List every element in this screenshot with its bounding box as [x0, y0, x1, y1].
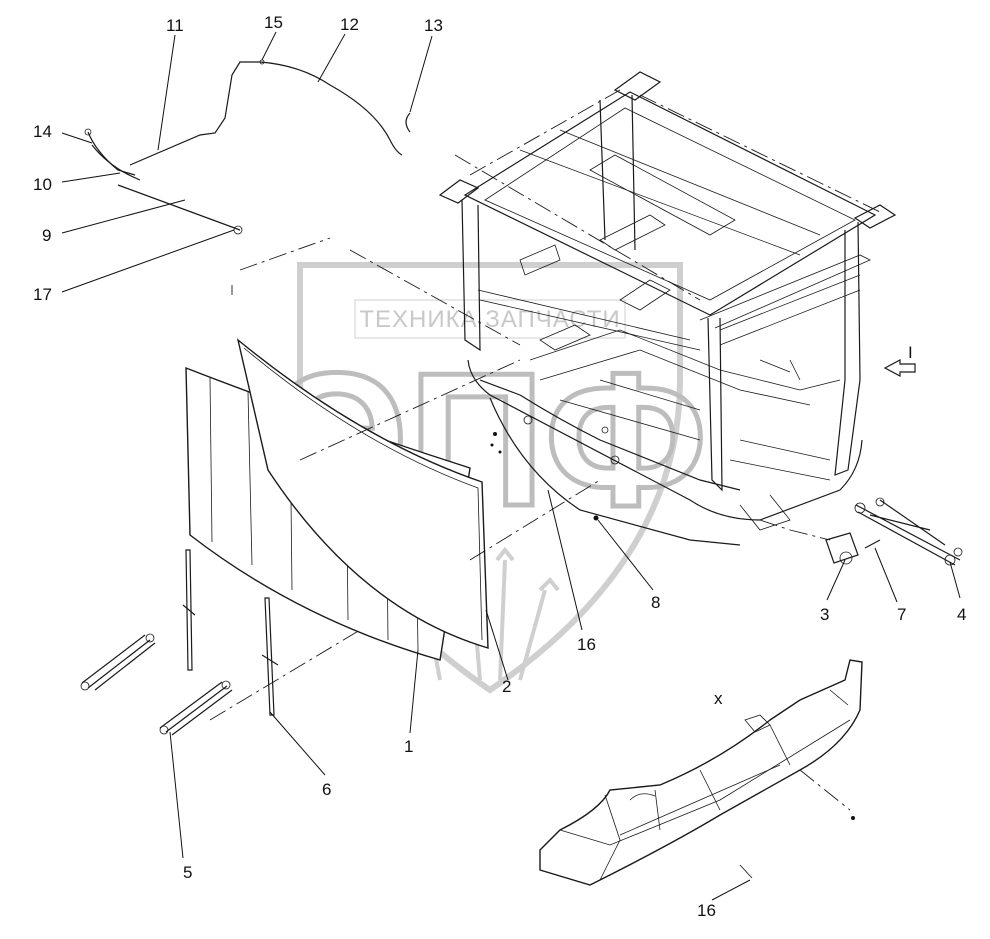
- cab-frame: [438, 71, 897, 546]
- callout-16-upper: 16: [577, 635, 596, 654]
- callout-16-lower: 16: [697, 901, 716, 920]
- callout-6: 6: [322, 780, 331, 799]
- callout-4: 4: [957, 605, 966, 624]
- callout-7: 7: [897, 605, 906, 624]
- fastener-8: [593, 515, 599, 521]
- wiper-blade-right: [264, 597, 275, 716]
- callout-17: 17: [33, 285, 52, 304]
- view-arrow-label: I: [908, 343, 913, 362]
- callout-14: 14: [33, 122, 52, 141]
- callout-12: 12: [340, 15, 359, 34]
- fasteners: [490, 432, 855, 820]
- windshield-seal: [236, 338, 489, 649]
- floor-panel: [539, 659, 863, 886]
- callout-1: 1: [404, 737, 413, 756]
- wiper-rod: [864, 539, 881, 549]
- leader-lines: [61, 31, 961, 901]
- clamp-17: [233, 225, 243, 235]
- callout-3: 3: [820, 605, 829, 624]
- watermark-brand-text: ТЕХНИКА ЗАПЧАСТИ: [359, 306, 620, 333]
- hose-13: [405, 112, 411, 133]
- wiper-blades: [182, 549, 279, 716]
- callout-8: 8: [651, 593, 660, 612]
- wiper-linkage: [855, 499, 961, 566]
- callout-labels: 11 15 12 13 14 10 9 17 3 7 4 8 16 2 1 6 …: [33, 13, 966, 920]
- callout-15: 15: [264, 13, 283, 32]
- view-arrow: I: [883, 343, 916, 377]
- center-lines: [209, 237, 601, 721]
- wiper-drive: [759, 497, 963, 566]
- nozzle-14: [84, 128, 92, 136]
- hose-9: [117, 184, 241, 231]
- wiper-arm-left: [81, 634, 156, 691]
- watermark-banner: [354, 299, 626, 339]
- callout-11: 11: [166, 16, 184, 35]
- section-mark: x: [714, 689, 723, 708]
- hose-12: [259, 61, 403, 156]
- callout-13: 13: [424, 16, 443, 35]
- windshield-assembly: [185, 338, 489, 661]
- hose-11: [129, 61, 260, 166]
- wiper-motor: [825, 532, 859, 564]
- wiper-blade-left: [185, 549, 193, 671]
- washer-hose-set: [84, 59, 411, 235]
- callout-9: 9: [42, 226, 51, 245]
- callout-5: 5: [183, 863, 192, 882]
- callout-2: 2: [502, 677, 511, 696]
- callout-10: 10: [33, 175, 52, 194]
- wiper-arms: [80, 633, 233, 736]
- wiper-arm-right: [159, 681, 233, 736]
